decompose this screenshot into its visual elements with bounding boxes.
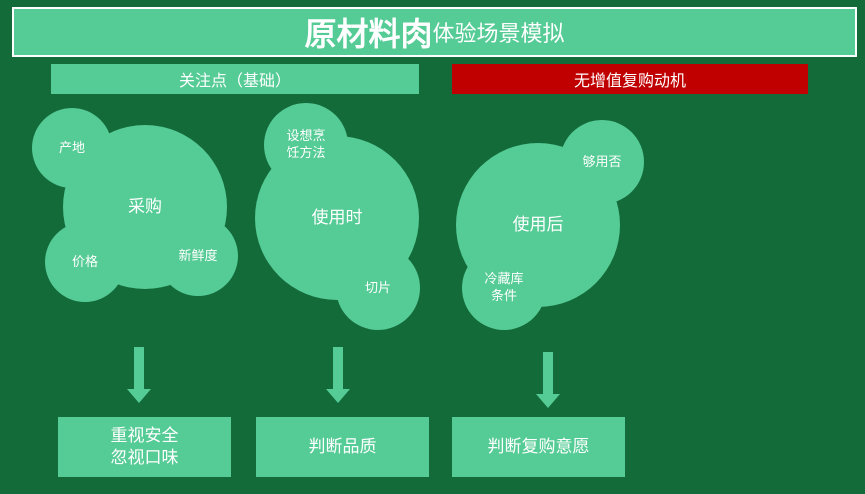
- result-safety-over-taste: 重视安全 忽视口味: [58, 417, 231, 477]
- circle-enough: 够用否: [560, 120, 644, 204]
- arrow-down-icon: [326, 347, 350, 403]
- result-judge-repurchase: 判断复购意愿: [452, 417, 625, 477]
- circle-freshness: 新鲜度: [158, 216, 238, 296]
- header-focus-points: 关注点（基础）: [51, 64, 419, 94]
- arrow-down-icon: [536, 352, 560, 408]
- title-banner: 原材料肉体验场景模拟: [12, 7, 857, 57]
- circle-origin: 产地: [32, 108, 112, 188]
- result-judge-quality: 判断品质: [256, 417, 429, 477]
- circle-slicing: 切片: [336, 246, 420, 330]
- arrow-down-icon: [127, 347, 151, 403]
- title-main: 原材料肉: [304, 15, 433, 53]
- header-no-repurchase: 无增值复购动机: [452, 64, 808, 94]
- circle-price: 价格: [45, 222, 125, 302]
- title-sub: 体验场景模拟: [432, 22, 565, 47]
- circle-fridge-conditions: 冷藏库 条件: [462, 246, 546, 330]
- circle-cooking-method: 设想烹 饪方法: [264, 103, 348, 187]
